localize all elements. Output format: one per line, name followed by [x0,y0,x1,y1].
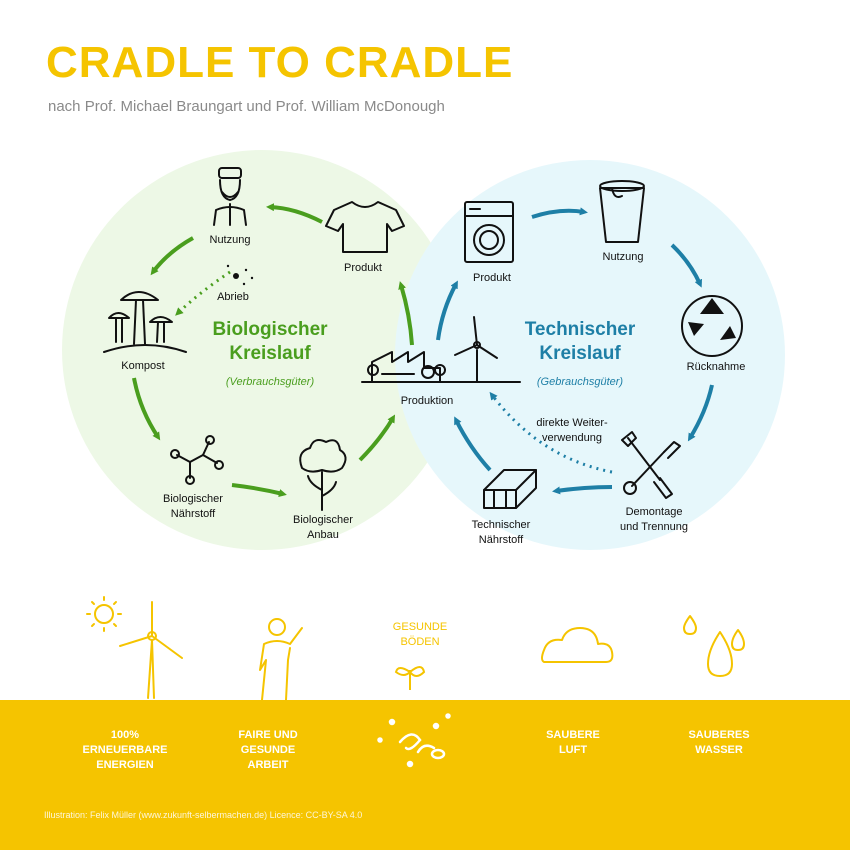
bio-cycle-title-line2: Kreislauf [229,343,311,364]
cloud-icon [541,627,614,663]
label-faire-arbeit: FAIRE UND GESUNDE ARBEIT [238,729,298,771]
tech-cycle-subtitle: (Gebrauchsgüter) [536,376,624,388]
tech-cycle-title: Technischer Kreislauf [500,318,660,366]
label-saubere-luft: SAUBERE LUFT [546,729,600,756]
water-drops-icon [683,615,745,677]
label-gesunde-boeden: GESUNDE BÖDEN [392,621,448,648]
tech-cycle-title-line1: Technischer [524,319,636,340]
cotton-plant-icon [299,439,347,511]
tech-cycle-arrows [436,207,714,495]
recycle-icon [681,295,743,357]
bio-cycle-background [62,150,462,550]
label-biologischer-naehrstoff: Biologischer Nährstoff [163,493,223,520]
tech-cycle-background [395,160,785,550]
label-nutzung-tech: Nutzung [602,251,644,263]
worker-icon [259,618,303,701]
label-abrieb: Abrieb [217,291,249,303]
label-erneuerbare-energien: 100% ERNEUERBARE ENERGIEN [82,729,168,771]
label-sauberes-wasser: SAUBERES WASSER [688,729,750,756]
bio-cycle-arrows [132,203,414,497]
bio-cycle-title-line1: Biologischer [212,319,328,340]
label-direkte-weiterverwendung: direkte Weiter- verwendung [536,417,608,444]
page-subtitle: nach Prof. Michael Braungart und Prof. W… [48,98,445,115]
bucket-icon [599,180,645,243]
steel-beam-icon [483,469,537,509]
soil-organisms-icon [377,713,451,768]
factory-icon [361,351,521,383]
sun-icon [86,596,122,632]
wind-turbine-large-icon [119,601,183,699]
person-icon [213,167,247,226]
label-biologischer-anbau: Biologischer Anbau [293,514,353,541]
soil-sprout-icon [370,666,460,700]
label-nutzung-bio: Nutzung [209,234,251,246]
bio-cycle-title: Biologischer Kreislauf [190,318,350,366]
label-produkt-tech: Produkt [473,272,511,284]
tshirt-icon [325,201,405,253]
weiterverwendung-dotted-arrow [489,391,613,474]
abrieb-dots [226,264,254,286]
wind-turbine-icon [454,316,498,383]
bio-cycle-subtitle: (Verbrauchsgüter) [225,376,315,388]
label-produktion: Produktion [400,395,454,407]
tools-icon [621,431,681,499]
tech-cycle-title-line2: Kreislauf [539,343,621,364]
label-technischer-naehrstoff: Technischer Nährstoff [471,519,531,546]
label-ruecknahme: Rücknahme [686,361,746,373]
illustration-credit: Illustration: Felix Müller (www.zukunft-… [44,810,363,820]
washing-machine-icon [464,201,514,263]
molecule-icon [170,435,224,485]
label-kompost: Kompost [121,360,165,372]
page-title: CRADLE TO CRADLE [46,38,514,87]
mushrooms-icon [103,291,187,353]
bottom-band [0,700,850,850]
label-produkt-bio: Produkt [344,262,382,274]
label-demontage: Demontage und Trennung [620,506,688,533]
